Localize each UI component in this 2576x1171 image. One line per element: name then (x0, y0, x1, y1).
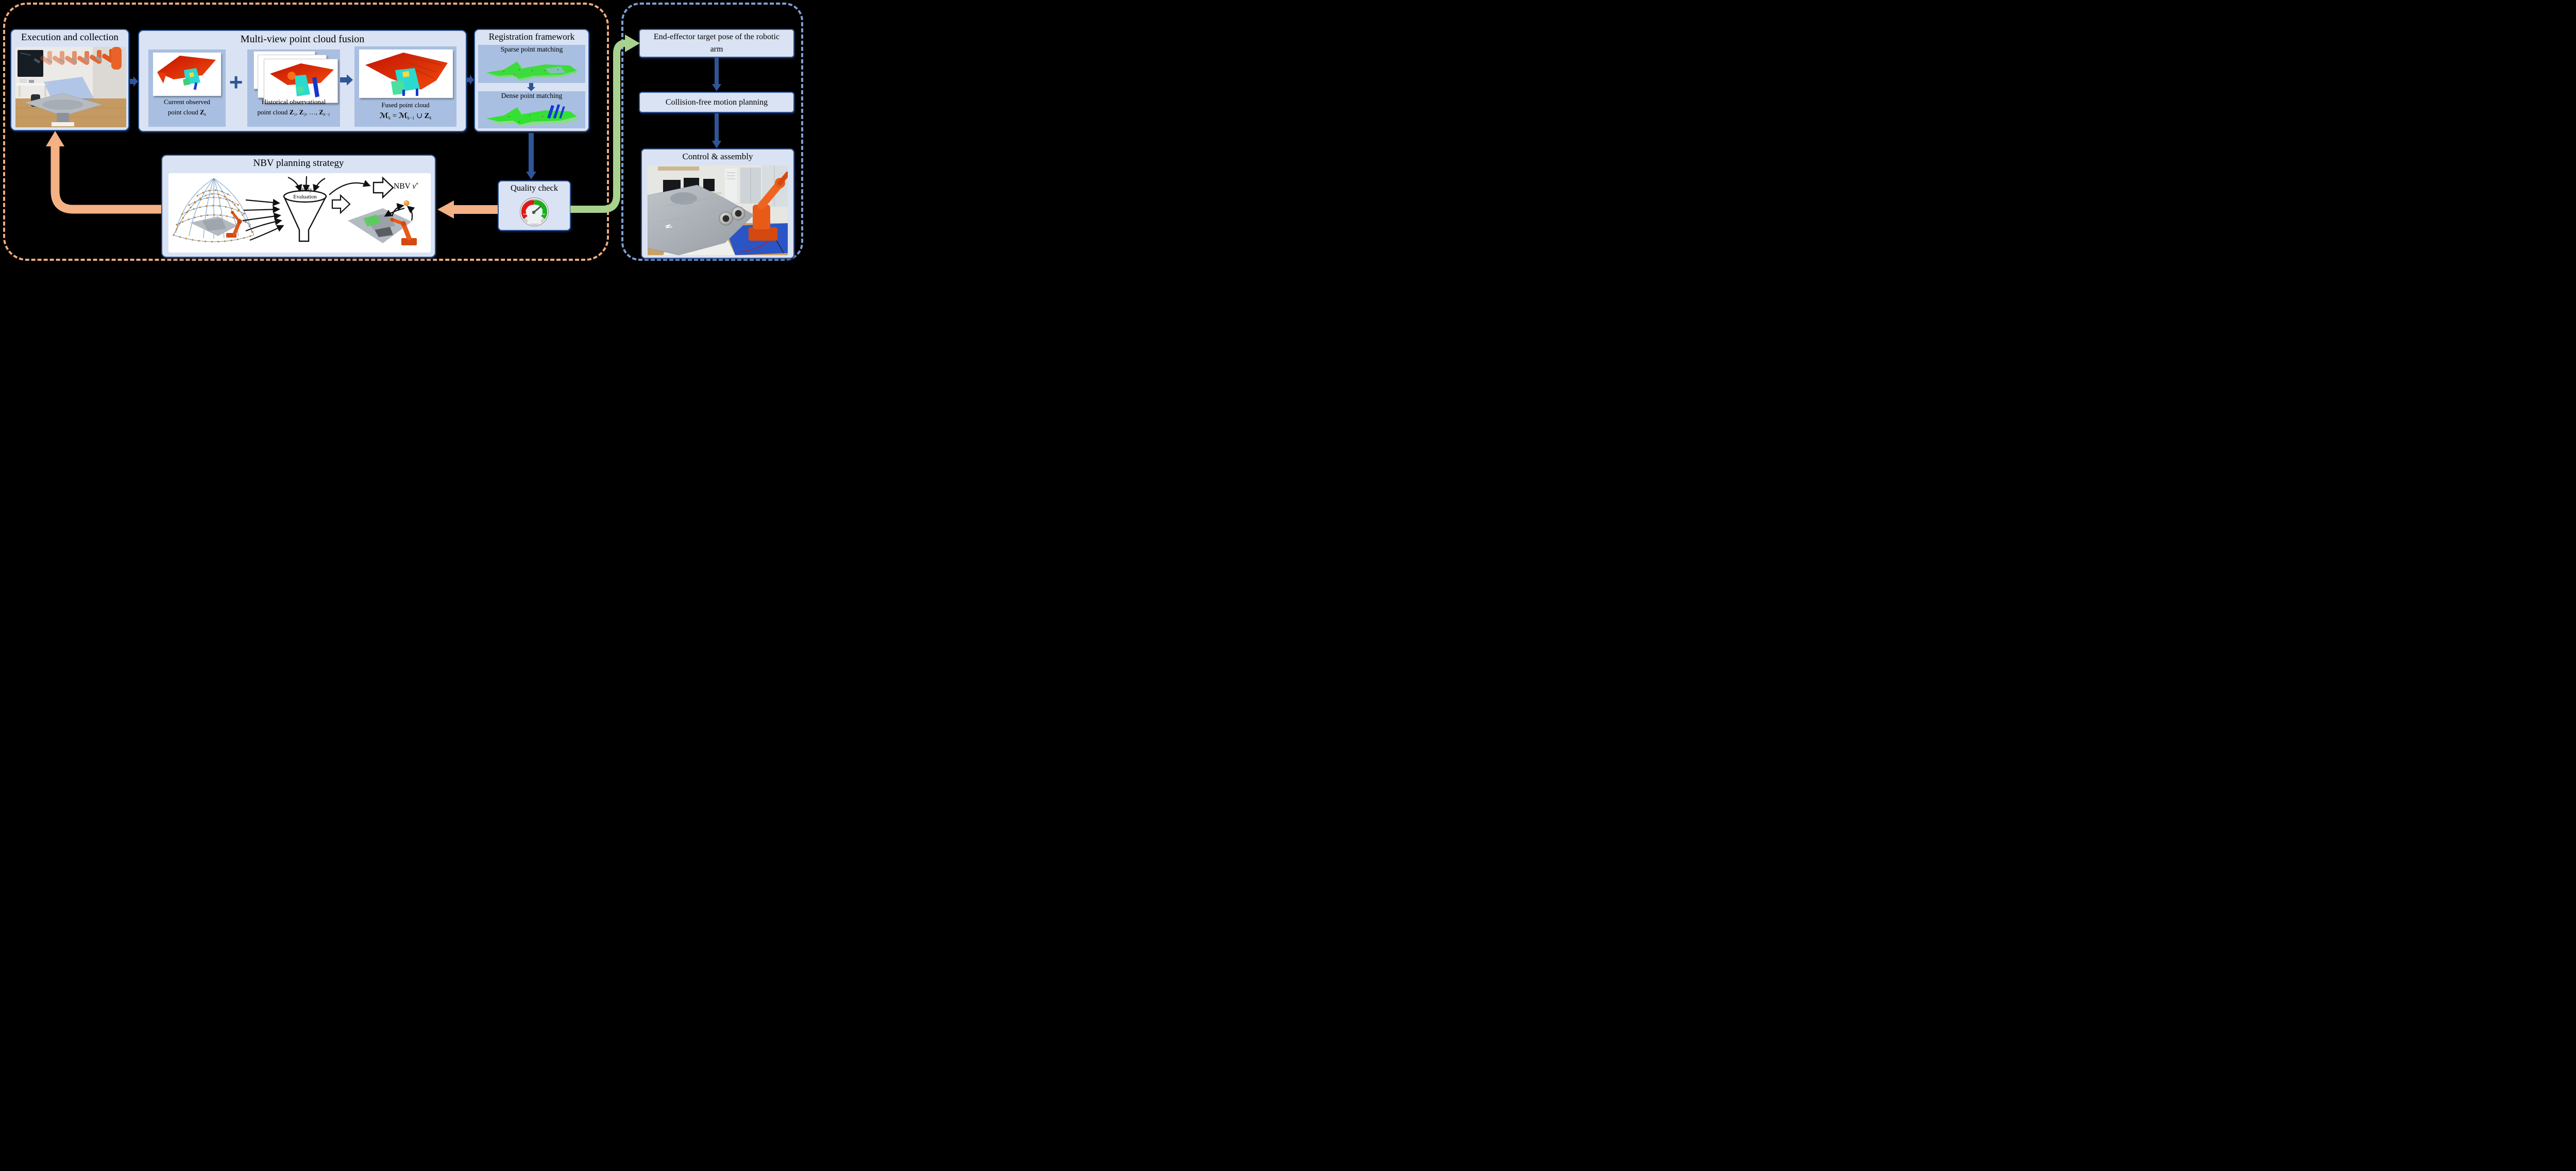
end-effector-title: End-effector target pose of the robotic … (653, 32, 780, 54)
dense-matching-panel: Dense point matching (478, 91, 585, 128)
plus-icon: + (229, 69, 243, 95)
dense-matching-label: Dense point matching (501, 92, 563, 99)
historical-cloud-stack (264, 59, 338, 103)
nbv-title: NBV planning strategy (253, 158, 344, 169)
current-cloud-panel: Current observed point cloud Zk (148, 49, 226, 127)
control-assembly-photo (648, 165, 788, 255)
execution-box: Execution and collection (10, 29, 129, 131)
current-cloud-image (153, 53, 221, 96)
historical-cloud-panel: Historical observational point cloud Z1,… (247, 49, 340, 127)
fused-cloud-image (359, 49, 453, 98)
control-assembly-box: Control & assembly (641, 148, 794, 259)
fusion-title: Multi-view point cloud fusion (240, 34, 365, 45)
fused-cloud-caption: Fused point cloud ℳk = ℳk−1 ∪ Zk (379, 101, 432, 121)
gauge-icon: ✗ FAIL ✓ PASS (520, 197, 549, 226)
execution-title: Execution and collection (21, 32, 118, 43)
quality-check-box: Quality check ✗ FAIL ✓ PASS (498, 180, 571, 231)
nbv-box: NBV planning strategy (161, 155, 436, 258)
historical-cloud-caption: Historical observational point cloud Z1,… (257, 98, 330, 116)
funnel-label: Utility Evaluation (293, 187, 317, 200)
execution-photo (15, 47, 126, 127)
quality-check-title: Quality check (510, 183, 558, 193)
nbv-label: NBV v* (394, 182, 419, 191)
figure-root: Execution and collection (0, 0, 808, 264)
pass-label: PASS (539, 213, 545, 215)
end-effector-box: End-effector target pose of the robotic … (639, 29, 794, 58)
fused-cloud-panel: Fused point cloud ℳk = ℳk−1 ∪ Zk (354, 46, 456, 127)
registration-title: Registration framework (488, 31, 575, 42)
sparse-matching-label: Sparse point matching (500, 45, 563, 53)
sparse-matching-image (486, 61, 578, 81)
dense-matching-image (486, 104, 579, 127)
motion-planning-title: Collision-free motion planning (665, 97, 768, 107)
current-cloud-caption: Current observed point cloud Zk (164, 98, 210, 116)
fail-cross-icon: ✗ (525, 209, 528, 212)
pass-check-icon: ✓ (540, 209, 543, 212)
control-assembly-title: Control & assembly (682, 152, 753, 161)
motion-planning-box: Collision-free motion planning (639, 92, 794, 113)
nbv-canvas (168, 173, 431, 253)
sparse-matching-panel: Sparse point matching (478, 45, 585, 83)
fail-label: FAIL (523, 213, 529, 215)
